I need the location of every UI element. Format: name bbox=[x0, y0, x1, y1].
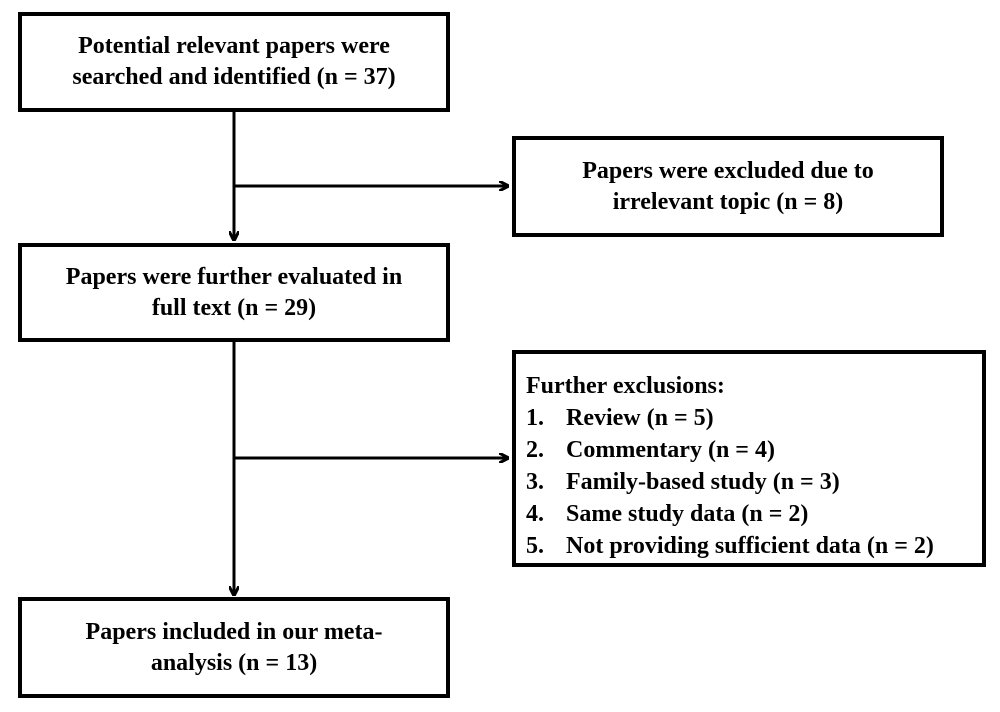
exclusion-item-number: 1. bbox=[526, 405, 544, 431]
further-exclusions-title: Further exclusions: bbox=[526, 373, 725, 399]
exclusion-item: 3. Family-based study (n = 3) bbox=[526, 466, 982, 498]
exclusion-item-label: Not providing sufficient data (n = 2) bbox=[566, 533, 934, 559]
exclusion-item-number: 4. bbox=[526, 501, 544, 527]
exclusion-item-label: Commentary (n = 4) bbox=[566, 437, 775, 463]
exclusion-item-label: Family-based study (n = 3) bbox=[566, 469, 840, 495]
full-text-line1: Papers were further evaluated in bbox=[65, 263, 403, 290]
identified-box: Potential relevant papers were searched … bbox=[18, 12, 450, 112]
excluded-topic-box: Papers were excluded due to irrelevant t… bbox=[512, 136, 944, 237]
included-line2: analysis (n = 13) bbox=[150, 649, 318, 676]
exclusion-item-number: 3. bbox=[526, 469, 544, 495]
identified-line2: searched and identified (n = 37) bbox=[72, 64, 396, 90]
excluded-topic-line1: Papers were excluded due to bbox=[582, 157, 874, 184]
included-box: Papers included in our meta- analysis (n… bbox=[18, 597, 450, 698]
exclusion-item: 4. Same study data (n = 2) bbox=[526, 498, 982, 530]
exclusion-item-label: Review (n = 5) bbox=[566, 405, 714, 431]
exclusion-item: 5. Not providing sufficient data (n = 2) bbox=[526, 530, 982, 562]
exclusion-item-label: Same study data (n = 2) bbox=[566, 501, 809, 527]
included-line1: Papers included in our meta- bbox=[85, 618, 383, 645]
full-text-box: Papers were further evaluated in full te… bbox=[18, 243, 450, 342]
exclusion-item-number: 2. bbox=[526, 437, 544, 463]
excluded-topic-line2: irrelevant topic (n = 8) bbox=[612, 188, 844, 215]
exclusion-item-number: 5. bbox=[526, 533, 544, 559]
exclusion-item: 1. Review (n = 5) bbox=[526, 402, 982, 434]
exclusion-item: 2. Commentary (n = 4) bbox=[526, 434, 982, 466]
further-exclusions-box: Further exclusions: 1. Review (n = 5) 2. C… bbox=[512, 350, 986, 567]
identified-line1: Potential relevant papers were bbox=[78, 33, 390, 59]
full-text-line2: full text (n = 29) bbox=[151, 294, 317, 321]
